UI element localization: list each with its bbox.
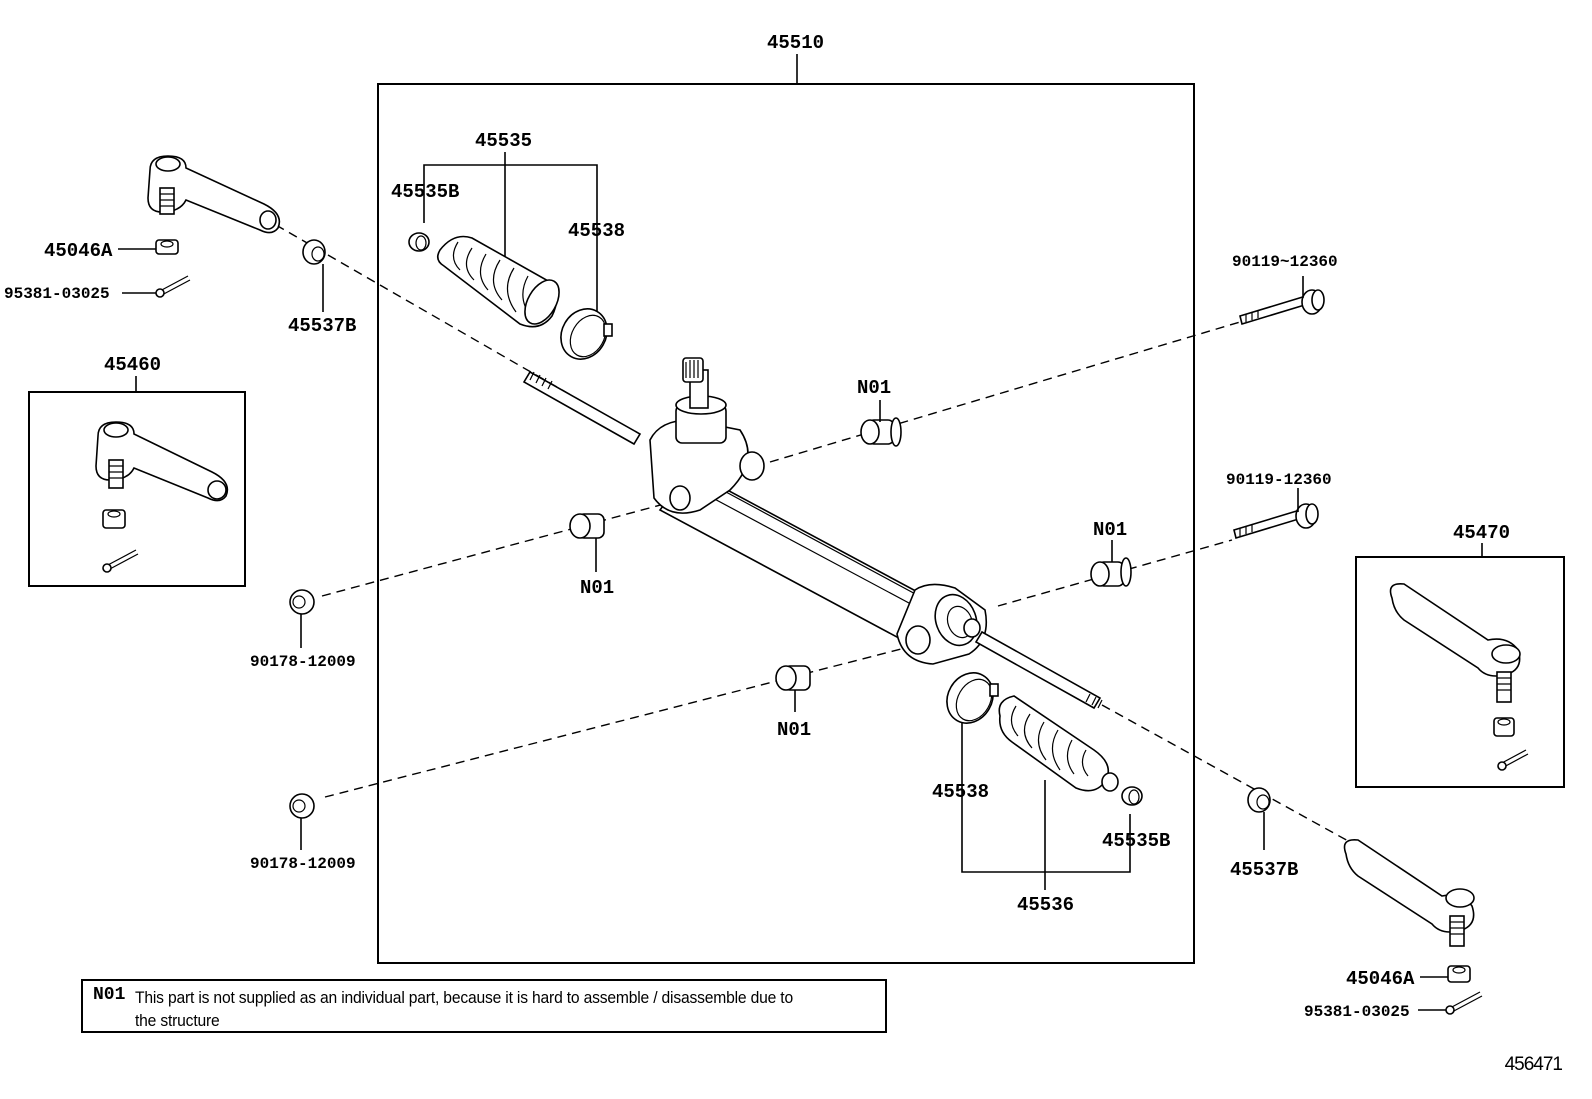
label-n01-lower[interactable]: N01 <box>777 719 811 741</box>
clamp-45535B-right[interactable] <box>1121 786 1143 806</box>
footnote-code: N01 <box>93 985 126 1005</box>
kit-45470[interactable]: 45470 <box>1355 522 1565 788</box>
bushing-n01-left[interactable]: N01 <box>569 513 614 599</box>
kit-45460-frame <box>28 391 246 587</box>
footnote-text: This part is not supplied as an individu… <box>135 988 793 1030</box>
nut-45046A-right[interactable]: 45046A <box>1346 965 1471 990</box>
label-45538-left[interactable]: 45538 <box>568 220 625 242</box>
bushing-n01-right[interactable]: N01 <box>1090 519 1132 587</box>
nut-90178-12009-lower[interactable]: 90178-12009 <box>250 793 356 873</box>
bushing-n01-upper[interactable]: N01 <box>857 377 902 447</box>
band-45538-right[interactable] <box>938 664 1002 731</box>
kit-45470-frame <box>1355 556 1565 788</box>
bolt-90119-12360-upper[interactable]: 90119~12360 <box>1232 253 1338 326</box>
boot-kit-right: 45538 45535B 45536 <box>932 722 1170 916</box>
label-45535B-left[interactable]: 45535B <box>391 181 459 203</box>
label-45510[interactable]: 45510 <box>767 32 824 54</box>
boot-kit-left: 45535 45535B 45538 <box>391 130 625 312</box>
label-45535[interactable]: 45535 <box>475 130 532 152</box>
tie-rod-end-left[interactable] <box>147 155 281 234</box>
label-n01-right[interactable]: N01 <box>1093 519 1127 541</box>
assembly-45510: 45510 <box>377 32 1195 964</box>
lock-nut-45537B-left[interactable]: 45537B <box>288 239 356 337</box>
label-n01-upper[interactable]: N01 <box>857 377 891 399</box>
label-95381-03025-left[interactable]: 95381-03025 <box>4 285 110 303</box>
boot-45535-left[interactable] <box>436 235 566 330</box>
band-45538-left[interactable] <box>552 300 616 367</box>
footnote-n01: N01 This part is not supplied as an indi… <box>81 979 887 1033</box>
bushing-n01-lower[interactable]: N01 <box>775 665 811 741</box>
label-n01-left[interactable]: N01 <box>580 577 614 599</box>
label-45460[interactable]: 45460 <box>104 354 161 376</box>
boot-45536-right[interactable] <box>998 695 1119 792</box>
label-90178-12009-lower[interactable]: 90178-12009 <box>250 855 356 873</box>
label-90178-12009-upper[interactable]: 90178-12009 <box>250 653 356 671</box>
label-95381-03025-right[interactable]: 95381-03025 <box>1304 1003 1410 1021</box>
label-45470[interactable]: 45470 <box>1453 522 1510 544</box>
label-45046A-right[interactable]: 45046A <box>1346 968 1415 990</box>
label-45046A-left[interactable]: 45046A <box>44 240 113 262</box>
lock-nut-45537B-right[interactable]: 45537B <box>1230 787 1298 881</box>
nut-45046A-left[interactable]: 45046A <box>44 239 179 262</box>
cotter-pin-right[interactable]: 95381-03025 <box>1304 991 1483 1021</box>
nut-90178-12009-upper[interactable]: 90178-12009 <box>250 589 356 671</box>
tie-rod-end-right[interactable] <box>1343 838 1475 947</box>
label-45536[interactable]: 45536 <box>1017 894 1074 916</box>
label-45537B-right[interactable]: 45537B <box>1230 859 1298 881</box>
label-45538-right[interactable]: 45538 <box>932 781 989 803</box>
label-45535B-right[interactable]: 45535B <box>1102 830 1170 852</box>
assembly-frame <box>377 83 1195 964</box>
bolt-90119-12360-lower[interactable]: 90119-12360 <box>1226 471 1332 540</box>
cotter-pin-left[interactable]: 95381-03025 <box>4 275 191 303</box>
kit-45460[interactable]: 45460 <box>28 354 246 587</box>
assembly-axis-lines <box>275 224 1351 843</box>
diagram-reference-id: 456471 <box>1504 1054 1563 1075</box>
label-45537B-left[interactable]: 45537B <box>288 315 356 337</box>
steering-rack-housing[interactable] <box>522 357 1103 710</box>
clamp-45535B-left[interactable] <box>408 232 430 252</box>
label-90119-12360-upper[interactable]: 90119~12360 <box>1232 253 1338 271</box>
label-90119-12360-lower[interactable]: 90119-12360 <box>1226 471 1332 489</box>
